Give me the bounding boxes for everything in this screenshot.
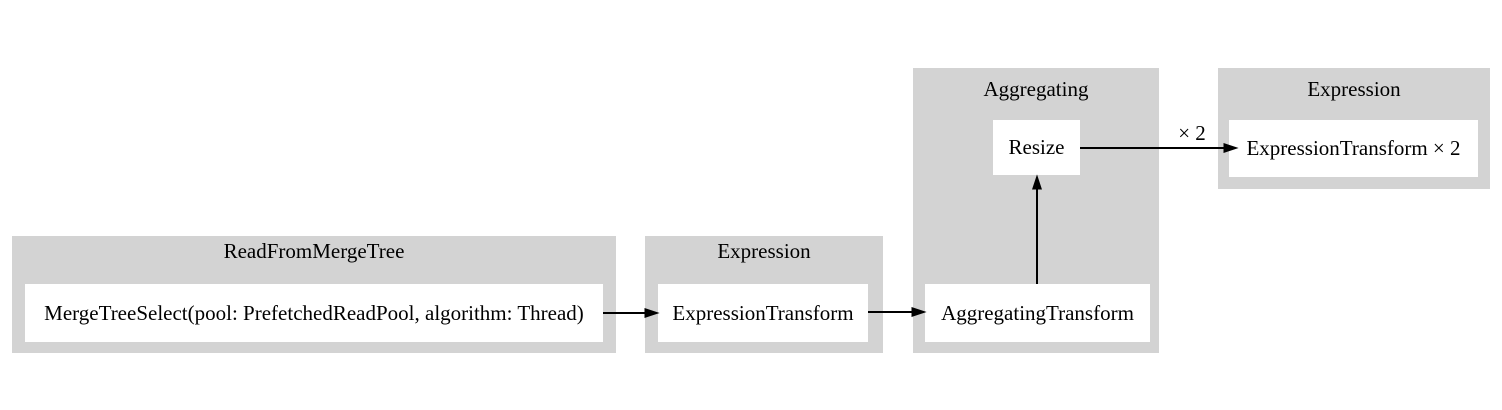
node-expression-transform: ExpressionTransform: [658, 284, 868, 342]
node-merge-tree-select-label: MergeTreeSelect(pool: PrefetchedReadPool…: [44, 300, 584, 325]
cluster-final-expression-title: Expression: [1307, 77, 1401, 101]
node-merge-tree-select: MergeTreeSelect(pool: PrefetchedReadPool…: [25, 284, 603, 342]
node-expression-transform-x2: ExpressionTransform × 2: [1229, 120, 1478, 177]
cluster-expression-title: Expression: [717, 239, 811, 263]
node-expression-transform-x2-label: ExpressionTransform × 2: [1246, 136, 1461, 160]
node-resize: Resize: [993, 120, 1080, 175]
node-aggregating-transform: AggregatingTransform: [925, 284, 1150, 342]
edge-multiplier-label: × 2: [1178, 121, 1206, 145]
cluster-aggregating-title: Aggregating: [983, 77, 1089, 101]
node-expression-transform-label: ExpressionTransform: [672, 300, 854, 325]
cluster-read-from-merge-tree: ReadFromMergeTree MergeTreeSelect(pool: …: [12, 236, 616, 353]
cluster-expression: Expression ExpressionTransform: [645, 236, 883, 353]
cluster-read-title: ReadFromMergeTree: [223, 239, 405, 263]
cluster-aggregating: Aggregating Resize AggregatingTransform: [913, 68, 1159, 353]
node-aggregating-transform-label: AggregatingTransform: [941, 300, 1134, 325]
cluster-final-expression: Expression ExpressionTransform × 2: [1218, 68, 1490, 189]
node-resize-label: Resize: [1008, 135, 1065, 159]
